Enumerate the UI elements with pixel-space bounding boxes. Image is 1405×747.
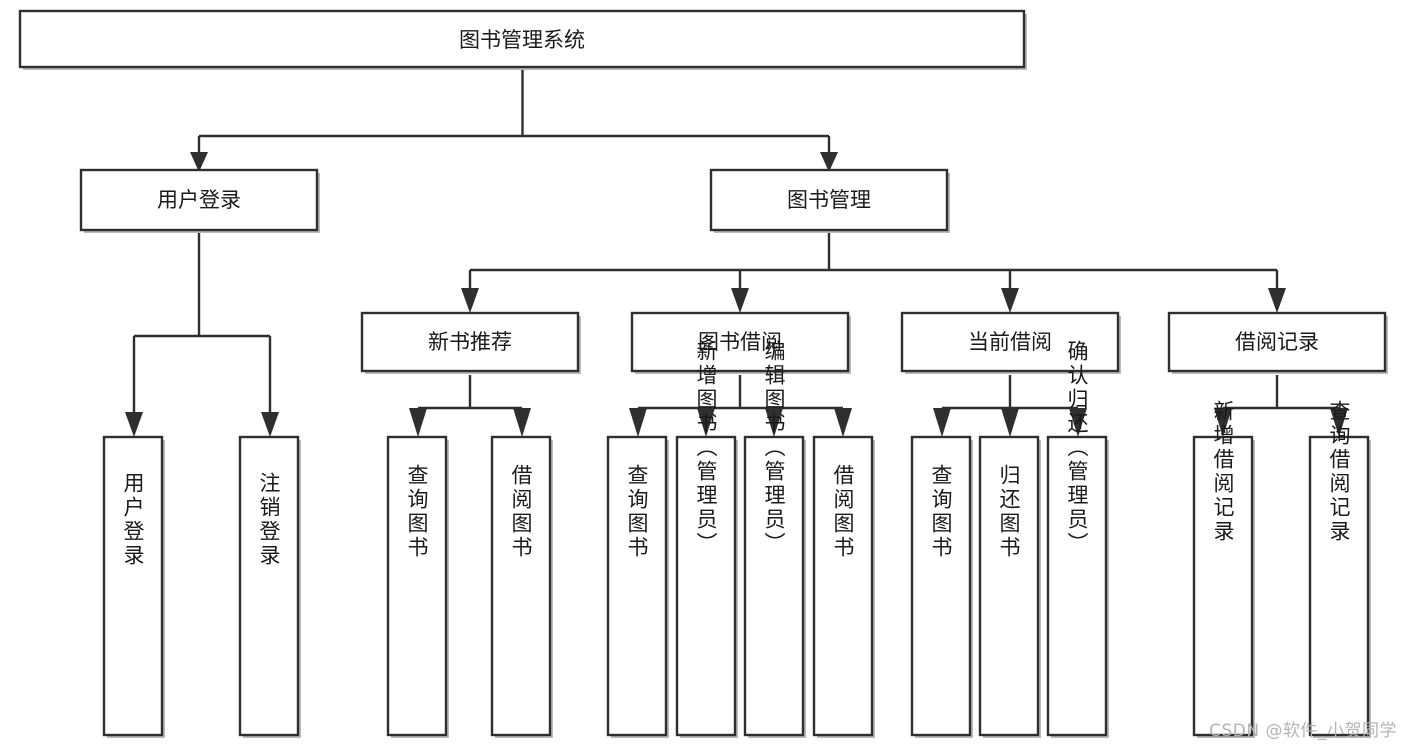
arrowhead-user-login [190, 152, 208, 172]
node-leaf-query-book-3-label: 查询图书 [929, 464, 953, 560]
node-new-book-recommend[interactable]: 新书推荐 [360, 311, 581, 374]
node-current-borrow-rect [900, 311, 1120, 373]
arrowhead-leaf-query-book-3 [933, 408, 951, 437]
node-leaf-add-record-rect [1192, 435, 1254, 737]
node-leaf-add-record[interactable]: 新增借阅记录 [1192, 400, 1255, 738]
node-leaf-borrow-book-2[interactable]: 借阅图书 [812, 435, 875, 738]
node-leaf-confirm-return-rect [1046, 435, 1108, 737]
node-book-manage-rect [709, 168, 949, 232]
arrowhead-borrow-record [1268, 288, 1286, 313]
node-leaf-borrow-book-1-rect [490, 435, 552, 737]
node-leaf-add-book-label: 新增图书（管理员） [694, 340, 718, 556]
node-borrow-record[interactable]: 借阅记录 [1167, 311, 1388, 374]
node-leaf-return-book-label: 归还图书 [997, 464, 1021, 560]
node-leaf-borrow-book-1[interactable]: 借阅图书 [490, 435, 553, 738]
arrowhead-leaf-user-login [125, 412, 143, 437]
node-leaf-query-record[interactable]: 查询借阅记录 [1308, 400, 1371, 738]
node-leaf-edit-book[interactable]: 编辑图书（管理员） [743, 340, 806, 738]
arrowhead-leaf-logout [261, 412, 279, 437]
node-leaf-confirm-return-label: 确认归还（管理员） [1065, 340, 1089, 556]
node-leaf-query-book-2-label: 查询图书 [625, 464, 649, 560]
arrowhead-book-borrow [731, 288, 749, 313]
arrowhead-leaf-query-book-1 [409, 408, 427, 437]
node-leaf-edit-book-rect [743, 435, 805, 737]
node-user-login[interactable]: 用户登录 [79, 168, 320, 233]
node-leaf-query-book-1-label: 查询图书 [405, 464, 429, 560]
node-leaf-borrow-book-1-label: 借阅图书 [509, 464, 533, 560]
node-leaf-query-record-rect [1308, 435, 1370, 737]
arrowhead-leaf-query-book-2 [629, 408, 647, 437]
arrowhead-leaf-borrow-book-1 [513, 408, 531, 437]
arrowhead-leaf-edit-book [765, 408, 783, 437]
node-new-book-recommend-label: 新书推荐 [428, 330, 512, 354]
node-leaf-borrow-book-2-rect [812, 435, 874, 737]
node-leaf-return-book-rect [978, 435, 1040, 737]
arrowhead-leaf-add-book [697, 408, 715, 437]
node-current-borrow[interactable]: 当前借阅 [900, 311, 1121, 374]
arrowhead-current-borrow [1001, 288, 1019, 313]
node-book-borrow-rect [630, 311, 850, 373]
node-leaf-add-book-rect [675, 435, 737, 737]
node-root-rect [18, 9, 1026, 69]
arrowhead-new-book-recommend [461, 288, 479, 313]
node-leaf-query-book-1-rect [386, 435, 448, 737]
node-leaf-user-login-rect [102, 435, 164, 737]
node-leaf-logout[interactable]: 注销登录 [238, 435, 301, 738]
arrowhead-leaf-query-record [1330, 408, 1348, 437]
node-leaf-user-login[interactable]: 用户登录 [102, 435, 165, 738]
node-leaf-query-book-2[interactable]: 查询图书 [606, 435, 669, 738]
node-book-borrow-label: 图书借阅 [698, 330, 782, 354]
edge-layer [125, 68, 1348, 437]
node-current-borrow-label: 当前借阅 [968, 330, 1052, 354]
arrowhead-book-manage [820, 152, 838, 172]
node-leaf-edit-book-label: 编辑图书（管理员） [762, 340, 786, 556]
node-new-book-recommend-rect [360, 311, 580, 373]
node-root-label: 图书管理系统 [459, 28, 585, 52]
node-book-borrow[interactable]: 图书借阅 [630, 311, 851, 374]
arrowhead-leaf-confirm-return [1069, 408, 1087, 437]
node-leaf-query-record-label: 查询借阅记录 [1327, 400, 1351, 544]
node-leaf-logout-label: 注销登录 [257, 472, 281, 568]
node-leaf-confirm-return[interactable]: 确认归还（管理员） [1046, 340, 1109, 738]
node-leaf-add-record-label: 新增借阅记录 [1211, 400, 1235, 544]
node-book-manage[interactable]: 图书管理 [709, 168, 950, 233]
node-leaf-user-login-label: 用户登录 [121, 472, 145, 568]
node-leaf-query-book-1[interactable]: 查询图书 [386, 435, 449, 738]
arrowhead-leaf-add-record [1214, 408, 1232, 437]
node-borrow-record-rect [1167, 311, 1387, 373]
node-leaf-borrow-book-2-label: 借阅图书 [831, 464, 855, 560]
node-leaf-query-book-2-rect [606, 435, 668, 737]
node-user-login-label: 用户登录 [157, 188, 241, 212]
arrowhead-leaf-return-book [1001, 408, 1019, 437]
node-user-login-rect [79, 168, 319, 232]
node-root[interactable]: 图书管理系统 [18, 9, 1027, 70]
node-book-manage-label: 图书管理 [787, 188, 871, 212]
node-leaf-logout-rect [238, 435, 300, 737]
node-leaf-query-book-3-rect [910, 435, 972, 737]
node-leaf-return-book[interactable]: 归还图书 [978, 435, 1041, 738]
arrowhead-leaf-borrow-book-2 [834, 408, 852, 437]
node-leaf-query-book-3[interactable]: 查询图书 [910, 435, 973, 738]
node-leaf-add-book[interactable]: 新增图书（管理员） [675, 340, 738, 738]
node-borrow-record-label: 借阅记录 [1235, 330, 1319, 354]
